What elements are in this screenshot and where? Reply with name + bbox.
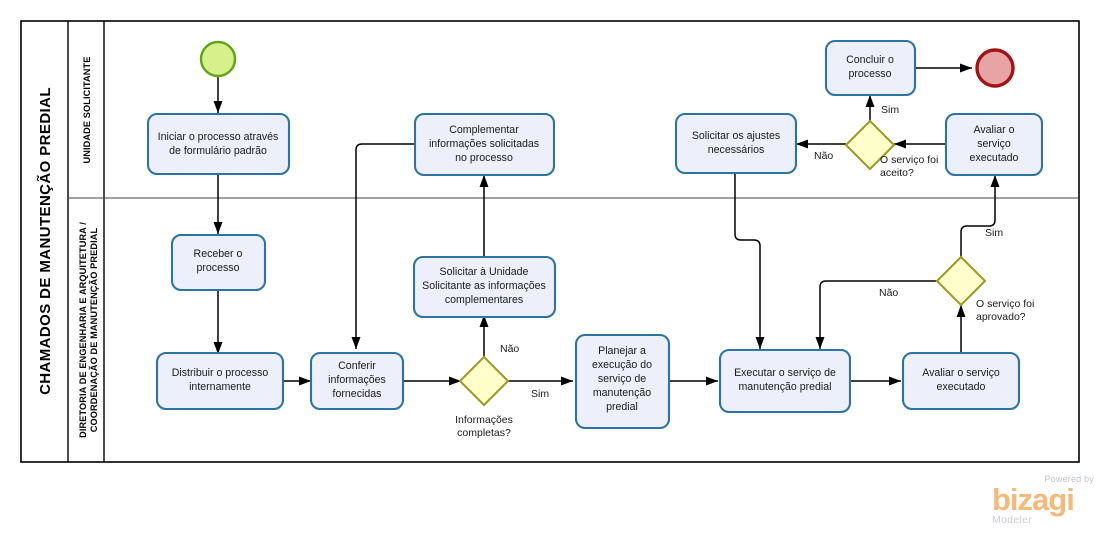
task-complementar-line1: Complementar xyxy=(449,124,519,136)
task-conferir-line2: informações xyxy=(328,374,386,386)
gateway2-label-line2: aceito? xyxy=(880,167,914,179)
gateway2-label-line1: O serviço foi xyxy=(880,154,938,166)
task-avaliar-bottom-line1: Avaliar o serviço xyxy=(922,367,1000,379)
lane-title-unidade-solicitante: UNIDADE SOLICITANTE xyxy=(82,57,92,164)
gateway3-label-line2: aprovado? xyxy=(976,311,1026,323)
lane-title-diretoria-line2: COORDENAÇÃO DE MANUTENÇÃO PREDIAL xyxy=(89,228,99,433)
flow-ajustes-to-executar xyxy=(734,173,765,349)
flow-gateway3-nao-to-executar xyxy=(815,280,937,349)
task-ajustes-line1: Solicitar os ajustes xyxy=(692,130,780,142)
task-conferir-line3: fornecidas xyxy=(333,388,382,400)
flow-label-gateway3-sim: Sim xyxy=(985,227,1003,239)
task-concluir-line1: Concluir o xyxy=(846,54,894,66)
end-event[interactable] xyxy=(975,48,1015,88)
task-solicitar-ajustes[interactable]: Solicitar os ajustes necessários xyxy=(674,112,798,175)
pool-title: CHAMADOS DE MANUTENÇÃO PREDIAL xyxy=(36,87,54,395)
gateway3-label-line1: O serviço foi xyxy=(976,298,1034,310)
flow-complementar-to-conferir xyxy=(351,143,415,349)
task-ajustes-line2: necessários xyxy=(708,144,765,156)
task-solicitar-unidade-solicitante[interactable]: Solicitar à Unidade Solicitante as infor… xyxy=(412,255,557,319)
task-distribuir-o-processo[interactable]: Distribuir o processo internamente xyxy=(155,351,285,411)
task-complementar-line3: no processo xyxy=(455,152,513,164)
task-planejar-execucao[interactable]: Planejar a execução do serviço de manute… xyxy=(574,333,671,430)
task-solicitar-unidade-line2: Solicitante as informações xyxy=(422,280,546,292)
task-solicitar-unidade-line3: complementares xyxy=(445,294,523,306)
task-distribuir-line2: internamente xyxy=(189,381,251,393)
pool-border xyxy=(20,20,1080,463)
flow-label-gateway1-sim: Sim xyxy=(531,388,549,400)
flow-label-gateway3-nao: Não xyxy=(879,287,898,299)
task-solicitar-unidade-line1: Solicitar à Unidade xyxy=(440,266,529,278)
gateway1-label-line2: completas? xyxy=(457,427,511,439)
task-conferir-line1: Conferir xyxy=(338,360,376,372)
task-planejar-line4: manutenção xyxy=(593,387,651,399)
flow-label-gateway1-nao: Não xyxy=(500,343,519,355)
gateway-servico-aceito[interactable] xyxy=(844,119,896,171)
task-avaliar-top-line3: executado xyxy=(970,152,1019,164)
task-executar-line1: Executar o serviço de xyxy=(734,367,836,379)
start-event[interactable] xyxy=(199,40,237,78)
task-avaliar-bottom-line2: executado xyxy=(937,381,986,393)
task-executar-line2: manutenção predial xyxy=(738,381,831,393)
task-iniciar-line1: Iniciar o processo através xyxy=(158,131,279,143)
task-receber-o-processo[interactable]: Receber o processo xyxy=(170,233,267,292)
flow-gateway3-sim-to-avaliar-top xyxy=(960,175,1000,258)
task-planejar-line1: Planejar a xyxy=(598,345,646,357)
flow-label-gateway2-nao: Não xyxy=(814,150,833,162)
task-concluir-o-processo[interactable]: Concluir o processo xyxy=(824,39,917,97)
task-executar-servico[interactable]: Executar o serviço de manutenção predial xyxy=(718,348,852,414)
gateway-servico-aprovado[interactable] xyxy=(935,255,987,307)
task-avaliar-servico-executado-top[interactable]: Avaliar o serviço executado xyxy=(944,112,1044,177)
task-iniciar-line2: de formulário padrão xyxy=(169,145,267,157)
task-avaliar-top-line2: serviço xyxy=(977,138,1011,150)
task-planejar-line2: execução do xyxy=(592,359,652,371)
task-iniciar-o-processo[interactable]: Iniciar o processo através de formulário… xyxy=(146,112,291,176)
gateway-informacoes-completas[interactable] xyxy=(458,355,510,407)
task-receber-line2: processo xyxy=(197,262,240,274)
task-avaliar-servico-executado-bottom[interactable]: Avaliar o serviço executado xyxy=(901,351,1021,411)
task-receber-line1: Receber o xyxy=(194,248,243,260)
task-avaliar-top-line1: Avaliar o xyxy=(973,124,1014,136)
task-planejar-line3: serviço de xyxy=(598,373,646,385)
gateway1-label-line1: Informações xyxy=(455,414,513,426)
task-concluir-line2: processo xyxy=(849,68,892,80)
task-distribuir-line1: Distribuir o processo xyxy=(172,367,269,379)
task-planejar-line5: predial xyxy=(606,401,638,413)
task-conferir-informacoes[interactable]: Conferir informações fornecidas xyxy=(309,351,405,411)
flow-label-gateway2-sim: Sim xyxy=(881,104,899,116)
lane-title-diretoria: DIRETORIA DE ENGENHARIA E ARQUITETURA / xyxy=(78,222,88,438)
task-complementar-line2: informações solicitadas xyxy=(429,138,539,150)
task-complementar-informacoes[interactable]: Complementar informações solicitadas no … xyxy=(413,112,556,177)
